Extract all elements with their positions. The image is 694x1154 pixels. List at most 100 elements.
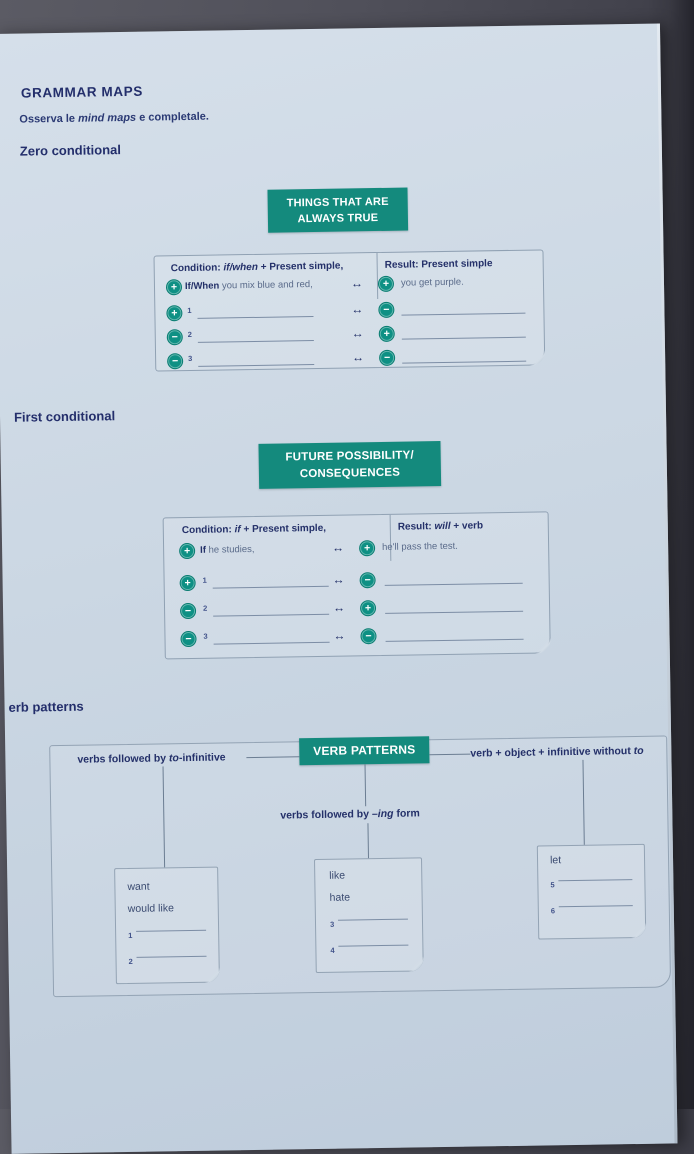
- zero-conditional-map: Condition: if/when + Present simple, Res…: [153, 249, 545, 371]
- first-map-title-box: FUTURE POSSIBILITY/ CONSEQUENCES: [258, 441, 441, 489]
- example-result: you get purple.: [401, 277, 464, 289]
- blank-line: [213, 614, 329, 617]
- label-text: -infinitive: [179, 751, 226, 764]
- example-condition: If/When you mix blue and red,: [185, 279, 313, 292]
- minus-icon: −: [181, 604, 195, 618]
- verb-patterns-map: VERB PATTERNS verbs followed by to-infin…: [49, 736, 671, 998]
- fill-row: − 3 ↔ −: [156, 348, 544, 372]
- result-label-text: Present simple: [421, 258, 492, 270]
- row-number: 1: [187, 306, 191, 315]
- example-condition-text: you mix blue and red,: [219, 279, 313, 291]
- connector-line: [365, 764, 367, 806]
- verb-item: want: [127, 881, 149, 893]
- result-label: Result: Present simple: [385, 258, 493, 271]
- verb-patterns-title-box: VERB PATTERNS: [299, 736, 429, 765]
- label-italic: to: [169, 752, 179, 764]
- minus-icon: −: [168, 354, 182, 368]
- book-page: GRAMMAR MAPS Osserva le mind maps e comp…: [0, 24, 678, 1154]
- row-number: 1: [203, 576, 207, 585]
- double-arrow-icon: ↔: [332, 541, 344, 555]
- first-conditional-map: Condition: if + Present simple, Result: …: [163, 511, 551, 659]
- label-italic: –ing: [372, 808, 394, 820]
- blank-line: [385, 583, 523, 586]
- plus-icon: +: [167, 280, 181, 294]
- result-label-text: Result:: [398, 521, 435, 533]
- blank-line: [385, 611, 523, 614]
- label-text: verbs followed by: [280, 808, 372, 821]
- double-arrow-icon: ↔: [333, 629, 345, 643]
- minus-icon: −: [361, 573, 375, 587]
- example-condition-text: he studies,: [206, 544, 255, 556]
- double-arrow-icon: ↔: [352, 326, 364, 340]
- double-arrow-icon: ↔: [333, 573, 345, 587]
- fill-row: − 2 ↔ +: [165, 598, 549, 622]
- example-row: + If/When you mix blue and red, ↔ + you …: [155, 274, 543, 298]
- condition-label-text: + Present simple,: [241, 523, 326, 535]
- blank-number: 6: [551, 906, 555, 915]
- row-number: 2: [203, 604, 207, 613]
- plus-icon: +: [380, 327, 394, 341]
- plus-icon: +: [167, 306, 181, 320]
- connector-line: [582, 760, 584, 845]
- double-arrow-icon: ↔: [351, 302, 363, 316]
- connector-line: [246, 756, 299, 758]
- verb-item: would like: [128, 902, 174, 915]
- blank-line: [197, 316, 313, 319]
- double-arrow-icon: ↔: [352, 350, 364, 364]
- object-infinitive-verbs-box: let 5 6: [537, 844, 646, 940]
- blank-line: [559, 905, 633, 907]
- double-arrow-icon: ↔: [351, 276, 363, 290]
- result-label-italic: will: [434, 521, 450, 532]
- blank-line: [198, 340, 314, 343]
- condition-label-text: Condition:: [182, 524, 235, 536]
- condition-label: Condition: if + Present simple,: [182, 523, 326, 536]
- label-text: form: [393, 807, 419, 819]
- zero-map-title-box: THINGS THAT ARE ALWAYS TRUE: [267, 188, 408, 233]
- fill-row: + 1 ↔ −: [155, 300, 543, 324]
- blank-line: [137, 956, 207, 958]
- example-result: he'll pass the test.: [382, 541, 458, 553]
- label-text: verb + object + infinitive without: [470, 745, 634, 760]
- blank-line: [198, 364, 314, 367]
- minus-icon: −: [380, 351, 394, 365]
- section-heading-zero-conditional: Zero conditional: [20, 142, 121, 159]
- section-heading-verb-patterns: erb patterns: [8, 699, 83, 715]
- blank-line: [401, 313, 525, 316]
- verb-item: let: [550, 854, 561, 866]
- blank-number: 5: [550, 880, 554, 889]
- example-condition-bold: If/When: [185, 280, 219, 292]
- row-number: 2: [188, 330, 192, 339]
- condition-label-text: + Present simple,: [258, 261, 343, 273]
- plus-icon: +: [180, 544, 194, 558]
- page-title: GRAMMAR MAPS: [21, 84, 143, 101]
- row-number: 3: [188, 354, 192, 363]
- fill-row: − 2 ↔ +: [156, 324, 544, 348]
- label-to-infinitive: verbs followed by to-infinitive: [77, 751, 225, 765]
- blank-line: [136, 930, 206, 932]
- section-heading-first-conditional: First conditional: [14, 408, 115, 425]
- plus-icon: +: [379, 277, 393, 291]
- fill-row: − 3 ↔ −: [165, 626, 549, 650]
- plus-icon: +: [360, 541, 374, 555]
- minus-icon: −: [168, 330, 182, 344]
- minus-icon: −: [379, 303, 393, 317]
- result-label-text: Result:: [385, 259, 422, 271]
- connector-line: [163, 766, 166, 867]
- label-italic: to: [634, 745, 644, 757]
- condition-label-text: Condition:: [171, 262, 224, 274]
- connector-line: [367, 823, 369, 858]
- instructions-text: Osserva le: [19, 113, 78, 126]
- result-label-text: + verb: [451, 520, 484, 532]
- zero-map-title-line1: THINGS THAT ARE: [268, 194, 408, 212]
- instructions-italic: mind maps: [78, 112, 136, 125]
- blank-number: 3: [330, 920, 334, 929]
- blank-line: [402, 337, 526, 340]
- fill-row: + 1 ↔ −: [165, 570, 549, 594]
- blank-line: [338, 919, 408, 921]
- blank-line: [338, 945, 408, 947]
- first-map-title-line1: FUTURE POSSIBILITY/: [259, 447, 441, 467]
- instructions-text: e completale.: [136, 111, 209, 124]
- ing-form-verbs-box: like hate 3 4: [314, 857, 424, 973]
- label-object-infinitive: verb + object + infinitive without to: [470, 745, 643, 760]
- example-condition: If he studies,: [200, 544, 255, 556]
